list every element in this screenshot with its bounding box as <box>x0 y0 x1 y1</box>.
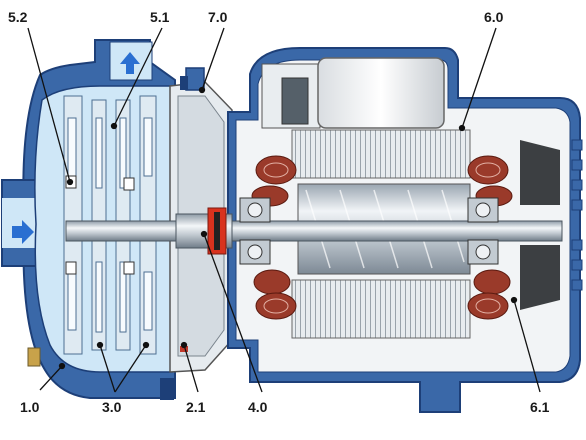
label-3-0: 3.0 <box>102 399 122 415</box>
label-5-1: 5.1 <box>150 9 170 25</box>
label-1-0: 1.0 <box>20 399 40 415</box>
label-4-0: 4.0 <box>248 399 268 415</box>
flow-arrow-up-icon <box>120 52 140 74</box>
label-7-0: 7.0 <box>208 9 228 25</box>
rotor-shaft <box>65 183 563 275</box>
label-6-1: 6.1 <box>530 399 550 415</box>
label-6-0: 6.0 <box>484 9 504 25</box>
label-2-1: 2.1 <box>186 399 206 415</box>
label-5-2: 5.2 <box>8 9 28 25</box>
flow-arrow-right-icon <box>12 220 34 244</box>
callout-lines <box>27 27 541 393</box>
